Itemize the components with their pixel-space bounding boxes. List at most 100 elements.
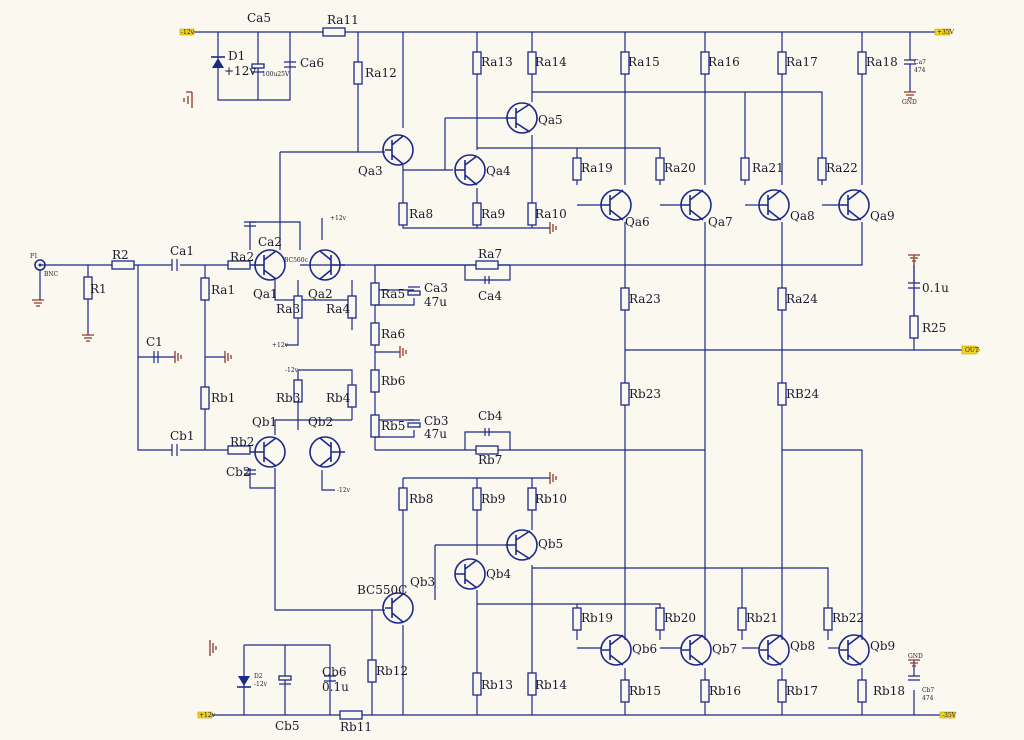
- resistor-Ra13: [472, 51, 482, 75]
- label-Rb3: Rb3: [276, 391, 300, 405]
- label-n12-rb3: -12v: [285, 367, 299, 374]
- top-rail-left-port: [179, 28, 195, 36]
- label-Ra17: Ra17: [786, 55, 818, 69]
- label-d1-volt: +12v: [224, 64, 256, 78]
- label-Qb7: Qb7: [712, 642, 737, 656]
- label-Rb5: Rb5: [381, 419, 405, 433]
- label-Ra11: Ra11: [327, 13, 359, 27]
- resistor-Rb23: [620, 382, 630, 406]
- label-Ra22: Ra22: [826, 161, 858, 175]
- label-gnd-top: GND: [902, 99, 917, 106]
- resistor-Rb12: [367, 659, 377, 683]
- label-Qb9: Qb9: [870, 639, 895, 653]
- resistor-Rb7: [475, 445, 499, 455]
- capacitor-C1: [153, 351, 159, 363]
- resistor-Ra7: [475, 260, 499, 270]
- capacitor-Ca6: [284, 61, 296, 68]
- transistor-Qb7: [680, 634, 712, 666]
- transistor-Qa6: [600, 189, 632, 221]
- resistor-Rb3: [293, 379, 303, 403]
- resistor-Rb9: [472, 487, 482, 511]
- label-Ra18: Ra18: [866, 55, 898, 69]
- label-ca7-val: 474: [914, 67, 926, 74]
- label-ca3-val: 47u: [424, 295, 447, 309]
- transistor-Qa2: [309, 249, 345, 281]
- label-Rb6: Rb6: [381, 374, 405, 388]
- label-Cb2: Cb2: [226, 465, 251, 479]
- label-Rb2: Rb2: [230, 435, 254, 449]
- resistor-Ra5: [370, 282, 380, 306]
- label-Rb22: Rb22: [832, 611, 864, 625]
- resistor-R25: [909, 315, 919, 339]
- label-Ca4: Ca4: [478, 289, 502, 303]
- capacitor-Cb6: [324, 675, 336, 682]
- label-top-left-rail: -12v: [181, 29, 195, 36]
- resistor-Rb18: [857, 679, 867, 703]
- label-Qa9: Qa9: [870, 209, 895, 223]
- transistors: [250, 102, 870, 666]
- label-Cb3: Cb3: [424, 414, 449, 428]
- resistor-Ra15: [620, 51, 630, 75]
- resistor-Ra17: [777, 51, 787, 75]
- label-Rb14: Rb14: [535, 678, 567, 692]
- resistor-Ra14: [527, 51, 537, 75]
- label-n12-ra3: +12v: [272, 342, 289, 349]
- label-Qa7: Qa7: [708, 215, 733, 229]
- label-Rb17: Rb17: [786, 684, 818, 698]
- capacitor-C01u: [908, 265, 920, 316]
- top-rail-right-port: [934, 28, 951, 36]
- capacitor-Ca1: [171, 259, 178, 271]
- label-Ca1: Ca1: [170, 244, 194, 258]
- label-Rb16: Rb16: [709, 684, 741, 698]
- resistor-Ra18: [857, 51, 867, 75]
- label-D2: D2: [254, 673, 263, 680]
- label-Ra20: Ra20: [664, 161, 696, 175]
- resistor-Ra3: [293, 295, 303, 319]
- label-Rb9: Rb9: [481, 492, 505, 506]
- transistor-Qb4: [454, 558, 486, 590]
- resistor-Ra12: [353, 61, 363, 85]
- resistor-Ra20: [655, 157, 665, 181]
- resistor-Rb22: [823, 607, 833, 631]
- resistor-Ra11: [322, 27, 346, 37]
- resistor-RB24: [777, 382, 787, 406]
- capacitor-Cb4: [484, 428, 490, 436]
- transistor-Qb2: [309, 436, 345, 468]
- ground-symbol-c1: [174, 351, 182, 363]
- capacitor-Cb3: [375, 419, 421, 438]
- label-Rb7: Rb7: [478, 453, 502, 467]
- label-p12-qa2: +12v: [330, 215, 347, 222]
- label-Qa4: Qa4: [486, 164, 511, 178]
- resistor-Ra21: [740, 157, 750, 181]
- label-m12-qb2: -12v: [337, 487, 351, 494]
- label-R25: R25: [922, 321, 946, 335]
- resistor-Rb19: [572, 607, 582, 631]
- label-C1: C1: [146, 335, 163, 349]
- label-Ra21: Ra21: [752, 161, 784, 175]
- label-Ra7: Ra7: [478, 247, 502, 261]
- capacitors: [153, 59, 920, 685]
- output-port[interactable]: [961, 345, 981, 355]
- transistor-Qa5: [505, 102, 538, 134]
- resistor-Rb11: [339, 710, 363, 720]
- label-Ca6: Ca6: [300, 56, 324, 70]
- label-Qa2: Qa2: [308, 287, 333, 301]
- ground-symbol-rb10: [549, 472, 557, 484]
- resistor-Rb1: [200, 386, 210, 410]
- ground-symbol-r1: [82, 334, 94, 342]
- label-Qb5: Qb5: [538, 537, 563, 551]
- label-Ra24: Ra24: [786, 292, 818, 306]
- resistor-Ra22: [817, 157, 827, 181]
- resistor-Ra23: [620, 287, 630, 311]
- label-cb7-val: 474: [922, 695, 934, 702]
- label-bnc: BNC: [44, 271, 59, 278]
- resistor-Ra16: [700, 51, 710, 75]
- grounds: [32, 28, 981, 719]
- resistor-Rb16: [700, 679, 710, 703]
- bnc-connector-icon[interactable]: [34, 259, 46, 300]
- transistor-Qa3: [382, 134, 414, 166]
- label-Qb8: Qb8: [790, 639, 815, 653]
- label-Ra13: Ra13: [481, 55, 513, 69]
- label-Qa1: Qa1: [253, 287, 278, 301]
- resistor-Ra19: [572, 157, 582, 181]
